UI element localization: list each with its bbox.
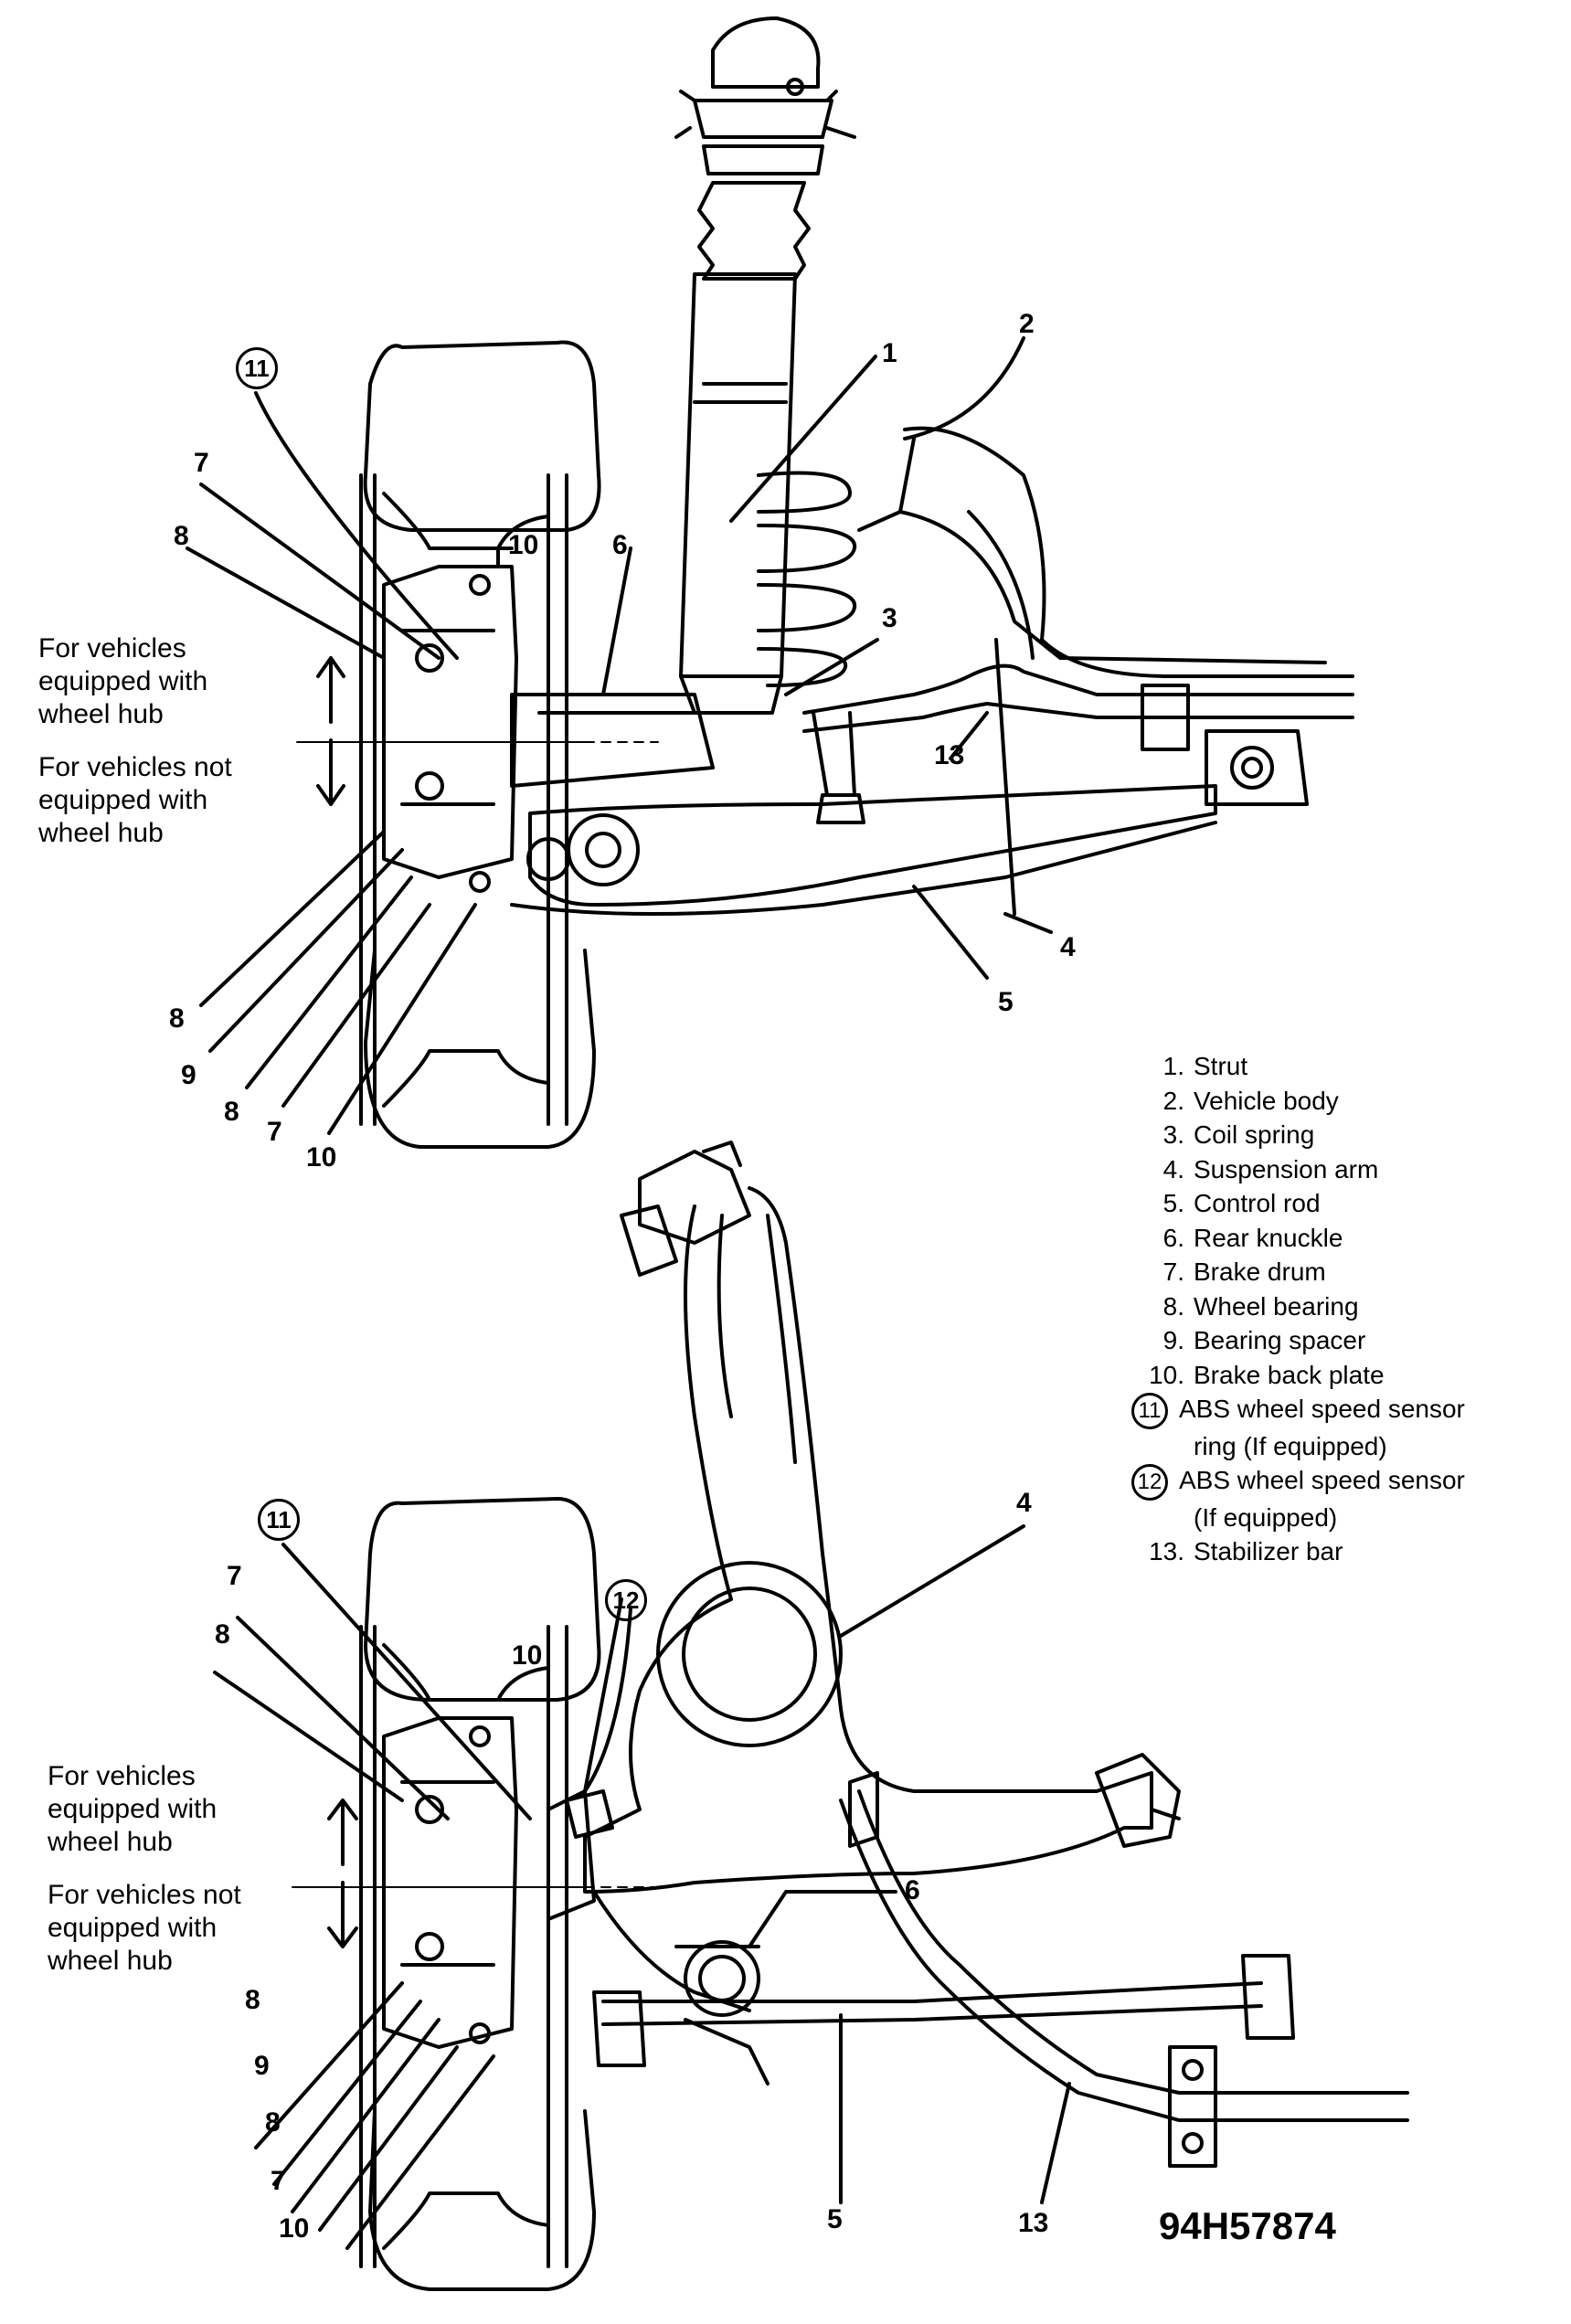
note-top-with-hub-3: wheel hub [38,699,164,729]
suspension-arm-bottom [583,1186,1153,1894]
legend-item: 5.Control rod [1162,1189,1321,1217]
callout-bottom-5: 5 [827,2204,843,2234]
callout-top-7b: 7 [267,1117,282,1147]
callout-top-10b: 10 [306,1142,337,1173]
callout-bottom-13: 13 [1018,2208,1049,2238]
figure-id: 94H57874 [1159,2204,1336,2247]
callout-bottom-10b: 10 [279,2213,310,2244]
tire-bottom-upper [364,1497,601,1702]
note-bottom-with-hub-1: For vehicles [48,1761,196,1791]
note-top-with-hub-2: equipped with [38,666,208,696]
callout-bottom-12: 12 [605,1579,647,1621]
note-bottom-without-hub-3: wheel hub [48,1946,173,1976]
legend-item: 1.Strut [1162,1052,1248,1080]
legend-item: 2.Vehicle body [1162,1086,1339,1115]
callout-bottom-8b: 8 [245,1985,260,2015]
legend-item-continued: (If equipped) [1194,1502,1338,1532]
legend-item: 10.Brake back plate [1149,1360,1385,1389]
note-top-without-hub-2: equipped with [38,785,208,815]
callout-bottom-11: 11 [258,1499,300,1541]
note-bottom-without-hub-1: For vehicles not [48,1880,241,1910]
note-bottom-with-hub-2: equipped with [48,1794,218,1824]
legend-item: 13.Stabilizer bar [1149,1537,1343,1566]
callout-top-8c: 8 [224,1097,239,1127]
control-rod-bottom [601,1981,1263,2003]
callout-top-8a: 8 [174,521,189,551]
legend-item: 9.Bearing spacer [1162,1326,1366,1354]
callout-top-9: 9 [181,1060,196,1090]
parts-legend: 1.Strut 2.Vehicle body 3.Coil spring 4.S… [1126,1049,1555,1569]
callout-bottom-9: 9 [254,2051,270,2081]
callout-bottom-10a: 10 [512,1640,543,1671]
callout-top-7a: 7 [194,448,209,478]
tire-top-lower [364,949,596,1149]
callout-top-2: 2 [1019,309,1035,339]
callout-bottom-4: 4 [1016,1488,1032,1518]
legend-item: 3.Coil spring [1162,1120,1315,1149]
callout-bottom-7b: 7 [271,2166,286,2196]
note-top-without-hub-3: wheel hub [38,818,164,848]
tire-top-upper [363,340,601,532]
legend-item: 4.Suspension arm [1162,1154,1379,1183]
legend-item-continued: ring (If equipped) [1194,1431,1387,1460]
callout-top-4: 4 [1060,932,1076,962]
callout-top-8b: 8 [169,1003,185,1034]
callout-top-5: 5 [998,987,1014,1017]
callout-top-1: 1 [882,338,897,368]
callout-top-13: 13 [934,740,965,770]
stabilizer-bar-bottom [857,1789,1409,2095]
note-bottom-with-hub-3: wheel hub [48,1827,173,1857]
callout-top-3: 3 [882,603,897,633]
callout-top-6: 6 [612,530,628,560]
suspension-arm-top [528,784,1217,907]
callout-bottom-7a: 7 [227,1561,242,1591]
callout-bottom-8a: 8 [215,1619,230,1650]
vehicle-body-outline [903,426,1354,678]
note-top-without-hub-1: For vehicles not [38,752,232,782]
legend-item: 6.Rear knuckle [1162,1223,1343,1252]
callout-bottom-8c: 8 [265,2107,281,2138]
tire-bottom-lower [368,2109,596,2291]
callout-top-10a: 10 [508,530,539,560]
legend-item: 7.Brake drum [1162,1258,1326,1286]
callout-bottom-6: 6 [905,1875,920,1905]
note-top-with-hub-1: For vehicles [38,633,186,663]
note-bottom-without-hub-2: equipped with [48,1913,218,1943]
control-rod-top [510,821,1217,916]
callout-top-11: 11 [236,347,278,389]
stabilizer-bar-top [802,663,1354,715]
legend-item: 8.Wheel bearing [1162,1291,1359,1321]
